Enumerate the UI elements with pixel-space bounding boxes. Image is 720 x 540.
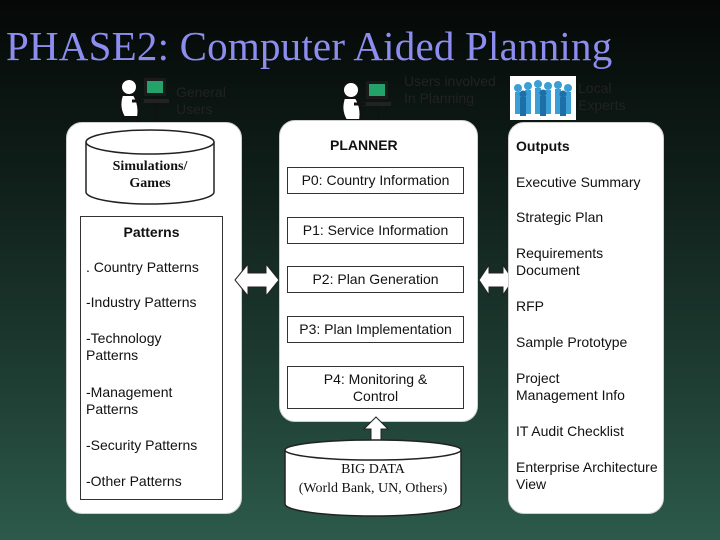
output-item: IT Audit Checklist — [516, 423, 624, 439]
slide-title: PHASE2: Computer Aided Planning — [6, 23, 613, 69]
simulations-cylinder: Simulations/ Games — [85, 129, 215, 205]
pattern-item: -Industry Patterns — [86, 294, 197, 310]
output-item: Strategic Plan — [516, 209, 604, 225]
phase-box: P3: Plan Implementation — [287, 316, 464, 343]
outputs-panel — [508, 122, 664, 514]
output-item: Requirements Document — [516, 245, 604, 278]
people-group-icon — [510, 76, 576, 120]
pattern-item: -Other Patterns — [86, 473, 182, 489]
phase-box: P1: Service Information — [287, 217, 464, 244]
general-users-label: General Users — [176, 84, 226, 117]
double-arrow-icon — [234, 262, 280, 298]
pattern-item: . Country Patterns — [86, 259, 199, 275]
phase-box: P0: Country Information — [287, 167, 464, 194]
computer-user-icon — [119, 78, 169, 123]
pattern-item: -Security Patterns — [86, 437, 198, 453]
output-item: Enterprise Architecture View — [516, 459, 658, 492]
big-data-sources: (World Bank, UN, Others) — [299, 481, 448, 496]
patterns-box: Patterns . Country Patterns -Industry Pa… — [80, 216, 223, 500]
outputs-header: Outputs — [516, 138, 570, 154]
computer-user-icon — [341, 81, 391, 126]
phase-box: P2: Plan Generation — [287, 266, 464, 293]
local-experts-label: Local Experts — [578, 80, 626, 113]
pattern-item: -Technology Patterns — [86, 330, 162, 363]
output-item: RFP — [516, 298, 544, 314]
output-item: Project Management Info — [516, 370, 625, 403]
big-data-title: BIG DATA — [341, 462, 406, 477]
big-data-cylinder: BIG DATA (World Bank, UN, Others) — [284, 439, 462, 517]
planning-users-label: Users involved In Planning — [404, 73, 496, 106]
output-item: Sample Prototype — [516, 334, 628, 350]
simulations-line-1: Simulations/ — [113, 159, 189, 174]
output-item: Executive Summary — [516, 174, 641, 190]
phase-box: P4: Monitoring & Control — [287, 366, 464, 409]
pattern-item: -Management Patterns — [86, 384, 173, 417]
planner-header: PLANNER — [330, 137, 398, 153]
patterns-header: Patterns — [123, 224, 180, 240]
simulations-line-2: Games — [129, 176, 171, 191]
